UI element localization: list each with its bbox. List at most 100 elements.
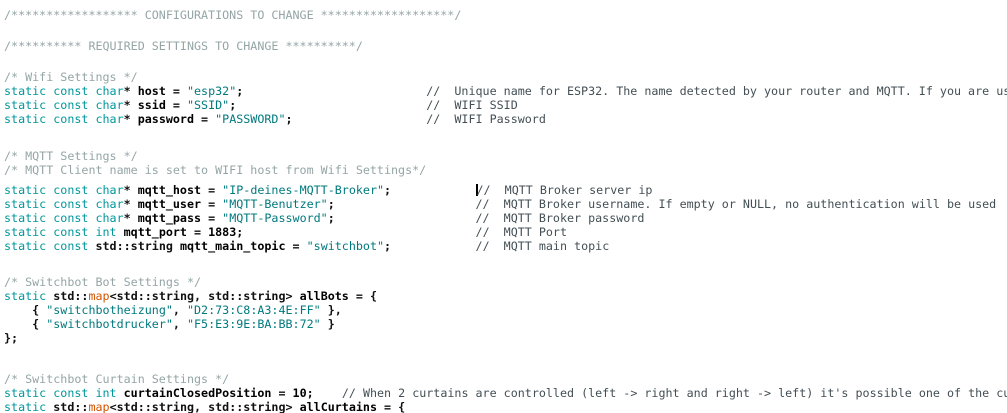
code-token: "SSID" (186, 98, 230, 112)
code-token: mqtt_user (137, 197, 202, 211)
code-line[interactable]: static const char* password = "PASSWORD"… (4, 112, 1007, 126)
code-line[interactable]: static const int curtainClosedPosition =… (4, 386, 1007, 400)
code-token: , (172, 317, 187, 331)
code-line[interactable]: static std::map<std::string, std::string… (4, 400, 1007, 413)
code-line[interactable]: static const int mqtt_port = 1883; // MQ… (4, 225, 1007, 239)
code-token: // Unique name for ESP32. The name detec… (426, 84, 1007, 98)
code-token: std:: (53, 289, 89, 303)
code-line[interactable]: { "switchbotdrucker", "F5:E3:9E:BA:BB:72… (4, 317, 1007, 331)
code-line[interactable]: static std::map<std::string, std::string… (4, 289, 1007, 303)
code-token: <std::string, std::string> (109, 400, 300, 413)
code-token: 10 (292, 386, 307, 400)
code-line[interactable]: /* Wifi Settings */ (4, 70, 1007, 84)
code-token: "PASSWORD" (215, 112, 286, 126)
code-line[interactable]: /* Switchbot Bot Settings */ (4, 275, 1007, 289)
code-token (243, 84, 426, 98)
code-token: /* Switchbot Curtain Settings */ (4, 372, 230, 386)
code-token: static const char (4, 112, 124, 126)
code-token: /********** REQUIRED SETTINGS TO CHANGE … (4, 39, 363, 53)
code-token: static const char (4, 84, 124, 98)
blank-gap (4, 22, 1007, 39)
code-line[interactable]: static const char* ssid = "SSID"; // WIF… (4, 98, 1007, 112)
code-token: = (194, 112, 216, 126)
code-token: /* MQTT Settings */ (4, 149, 138, 163)
code-token: "MQTT-Password" (222, 211, 328, 225)
blank-gap (4, 53, 1007, 70)
code-line[interactable]: /********** REQUIRED SETTINGS TO CHANGE … (4, 39, 1007, 53)
code-token (117, 225, 124, 239)
code-token: = (271, 386, 293, 400)
code-line[interactable]: static const char* host = "esp32"; // Un… (4, 84, 1007, 98)
code-token: "switchbot" (306, 239, 385, 253)
code-token (293, 112, 427, 126)
code-token: allBots (299, 289, 349, 303)
code-token (4, 317, 32, 331)
code-token (314, 386, 342, 400)
code-token: } (320, 317, 335, 331)
code-line[interactable]: static const char* mqtt_user = "MQTT-Ben… (4, 197, 1007, 211)
code-token: /* Switchbot Bot Settings */ (4, 275, 202, 289)
code-token (391, 183, 475, 197)
code-token: map (88, 400, 110, 413)
code-token: ; (236, 84, 244, 98)
code-token (117, 386, 124, 400)
code-token: * (123, 98, 138, 112)
code-line[interactable]: /* MQTT Client name is set to WIFI host … (4, 163, 1007, 177)
code-token: * (123, 112, 138, 126)
code-token: "IP-deines-MQTT-Broker" (222, 183, 385, 197)
code-token: = { (348, 289, 377, 303)
code-token: mqtt_pass (137, 211, 202, 225)
code-token: , (172, 303, 187, 317)
blank-gap (4, 253, 1007, 275)
code-token: static const char (4, 98, 124, 112)
code-token (4, 303, 32, 317)
code-token: = (186, 225, 209, 239)
code-token: = (201, 197, 223, 211)
code-token: = (201, 211, 223, 225)
code-token: static const (4, 239, 96, 253)
code-line[interactable]: }; (4, 331, 1007, 345)
code-line[interactable]: /****************** CONFIGURATIONS TO CH… (4, 8, 1007, 22)
code-token: map (88, 289, 110, 303)
code-token: static const char (4, 211, 124, 225)
code-line[interactable]: static const char* mqtt_host = "IP-deine… (4, 183, 1007, 197)
code-token: "switchbotheizung" (46, 303, 173, 317)
code-token: static (4, 400, 54, 413)
code-token: ; (384, 183, 392, 197)
code-token: * (123, 211, 138, 225)
code-token: // MQTT Port (475, 225, 568, 239)
code-token: static const char (4, 183, 124, 197)
code-token: // MQTT Broker username. If empty or NUL… (475, 197, 997, 211)
code-line[interactable]: { "switchbotheizung", "D2:73:C8:A3:4E:FF… (4, 303, 1007, 317)
code-token: ; (236, 225, 244, 239)
code-line[interactable]: static const std::string mqtt_main_topic… (4, 239, 1007, 253)
code-token: static const int (4, 225, 117, 239)
code-line[interactable]: /* MQTT Settings */ (4, 149, 1007, 163)
code-token: // MQTT Broker password (475, 211, 645, 225)
code-line[interactable]: /* Switchbot Curtain Settings */ (4, 372, 1007, 386)
code-token: * (123, 183, 138, 197)
code-token: = (201, 183, 223, 197)
code-token: ; (327, 197, 335, 211)
code-token: password (137, 112, 194, 126)
code-token: std:: (53, 400, 89, 413)
code-token (335, 197, 476, 211)
code-line[interactable]: static const char* mqtt_pass = "MQTT-Pas… (4, 211, 1007, 225)
code-token: mqtt_host (137, 183, 202, 197)
code-token: * (123, 197, 138, 211)
code-token: /****************** CONFIGURATIONS TO CH… (4, 8, 462, 22)
code-token: ; (327, 211, 335, 225)
code-token: curtainClosedPosition (123, 386, 272, 400)
code-token (391, 239, 475, 253)
code-token: = (165, 84, 187, 98)
code-token: ; (229, 98, 237, 112)
text-cursor (475, 184, 478, 196)
code-token (236, 98, 426, 112)
code-token: ; (384, 239, 392, 253)
blank-gap (4, 345, 1007, 372)
code-token: /* MQTT Client name is set to WIFI host … (4, 163, 427, 177)
code-token: "D2:73:C8:A3:4E:FF" (186, 303, 321, 317)
code-token: // WIFI SSID (426, 98, 518, 112)
code-token: static const char (4, 197, 124, 211)
